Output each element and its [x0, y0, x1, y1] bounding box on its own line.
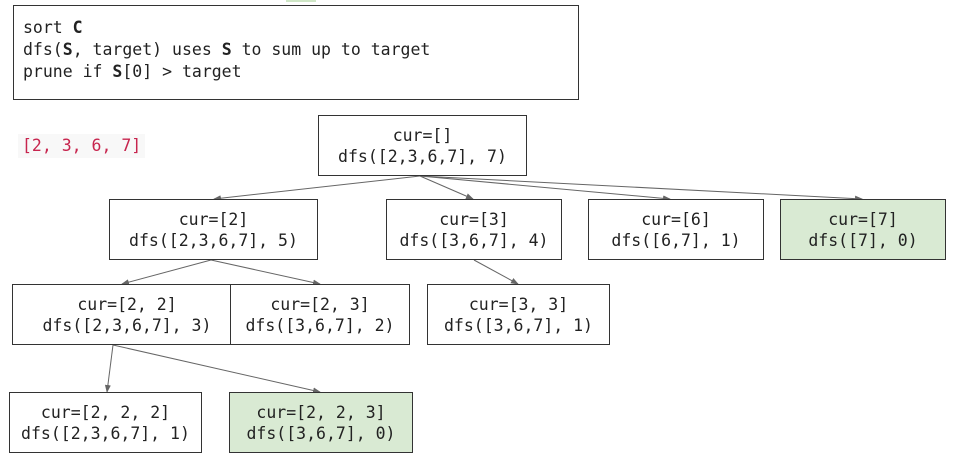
node-call-label: dfs([3,6,7], 2): [245, 315, 395, 335]
tree-node: cur=[3, 3]dfs([3,6,7], 1): [427, 284, 610, 345]
node-call-label: dfs([2,3,6,7], 5): [129, 230, 298, 250]
tree-edge-arrow: [419, 175, 671, 202]
node-call-label: dfs([3,6,7], 1): [443, 315, 593, 335]
node-call-label: dfs([7], 0): [808, 230, 918, 250]
tree-edge-arrow: [213, 175, 421, 202]
candidates-array-label: [2, 3, 6, 7]: [18, 134, 146, 158]
description-line-2: dfs(S, target) uses S to sum up to targe…: [23, 39, 578, 61]
node-call-label: dfs([2,3,6,7], 1): [21, 423, 190, 443]
tree-edge-arrow: [419, 175, 474, 200]
node-call-label: dfs([6,7], 1): [611, 230, 741, 250]
node-cur-label: cur=[2, 3]: [270, 294, 370, 314]
tree-edge-arrow: [419, 175, 863, 202]
node-cur-label: cur=[2]: [178, 209, 249, 229]
tree-edge-arrow: [121, 259, 212, 286]
tree-edge-arrow: [112, 344, 321, 394]
tree-node: cur=[2, 2]dfs([2,3,6,7], 3): [12, 284, 242, 345]
tree-node-success: cur=[2, 2, 3]dfs([3,6,7], 0): [229, 392, 413, 453]
description-box: sort C dfs(S, target) uses S to sum up t…: [13, 5, 579, 100]
tree-node: cur=[2, 3]dfs([3,6,7], 2): [230, 284, 410, 345]
node-call-label: dfs([3,6,7], 4): [399, 230, 549, 250]
desc-bold: S: [221, 40, 232, 59]
node-cur-label: cur=[2, 2, 3]: [256, 402, 386, 422]
node-cur-label: cur=[2, 2]: [77, 294, 177, 314]
tree-edge-arrow: [210, 259, 321, 286]
desc-text: sort: [23, 18, 73, 37]
tree-node: cur=[2, 2, 2]dfs([2,3,6,7], 1): [9, 392, 202, 453]
desc-bold: S: [112, 62, 123, 81]
tree-edge-arrow: [473, 259, 519, 285]
top-tab-marker: [286, 0, 316, 2]
desc-text: to sum up to target: [231, 40, 431, 59]
tree-node: cur=[]dfs([2,3,6,7], 7): [318, 115, 527, 176]
tree-node: cur=[3]dfs([3,6,7], 4): [386, 199, 562, 260]
desc-bold: S: [62, 40, 73, 59]
tree-node: cur=[6]dfs([6,7], 1): [588, 199, 764, 260]
node-call-label: dfs([2,3,6,7], 3): [42, 315, 212, 335]
node-cur-label: cur=[3]: [439, 209, 509, 229]
node-cur-label: cur=[7]: [828, 209, 898, 229]
description-line-1: sort C: [23, 17, 578, 39]
tree-node: cur=[2]dfs([2,3,6,7], 5): [109, 199, 318, 260]
tree-edge-arrow: [104, 344, 114, 393]
node-cur-label: cur=[6]: [641, 209, 711, 229]
node-cur-label: cur=[2, 2, 2]: [40, 402, 171, 422]
desc-text: prune if: [23, 62, 113, 81]
desc-text: dfs(: [23, 40, 63, 59]
node-call-label: dfs([2,3,6,7], 7): [338, 146, 507, 166]
desc-text: , target) uses: [72, 40, 222, 59]
node-cur-label: cur=[3, 3]: [468, 294, 569, 314]
desc-text: [0] > target: [122, 62, 242, 81]
desc-bold: C: [72, 18, 83, 37]
node-cur-label: cur=[]: [392, 125, 453, 145]
node-call-label: dfs([3,6,7], 0): [246, 423, 396, 443]
description-line-3: prune if S[0] > target: [23, 61, 578, 83]
tree-node-success: cur=[7]dfs([7], 0): [780, 199, 946, 260]
